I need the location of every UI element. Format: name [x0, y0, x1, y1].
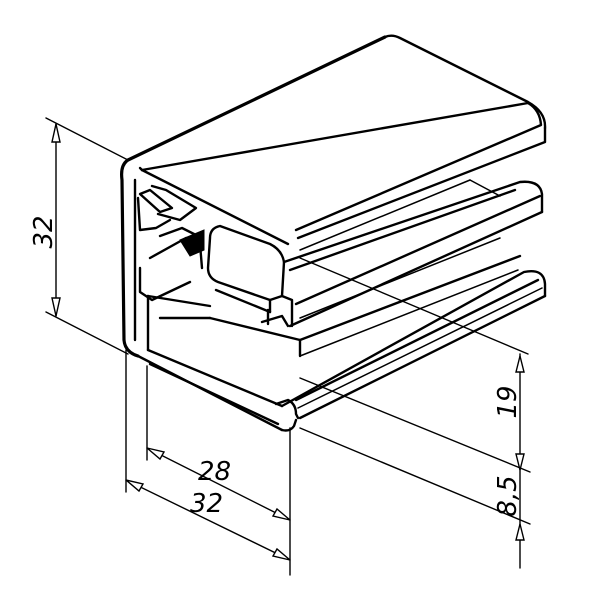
middle-web	[146, 237, 522, 358]
dimension-height	[45, 117, 129, 355]
dimension-height-label: 32	[29, 215, 59, 248]
dimension-rail-offset-label: 8,5	[493, 475, 523, 516]
rect-pocket	[206, 224, 286, 314]
lower-rail	[146, 270, 547, 426]
t-slot	[136, 184, 205, 302]
dimension-outer-width-label: 32	[190, 489, 223, 519]
dimension-inner-width-label: 28	[198, 457, 231, 487]
dimension-rail-spacing-label: 19	[493, 385, 523, 418]
dimension-right	[299, 257, 531, 569]
upper-rail	[260, 179, 544, 328]
dimension-widths	[125, 349, 291, 576]
top-plate	[126, 34, 547, 240]
